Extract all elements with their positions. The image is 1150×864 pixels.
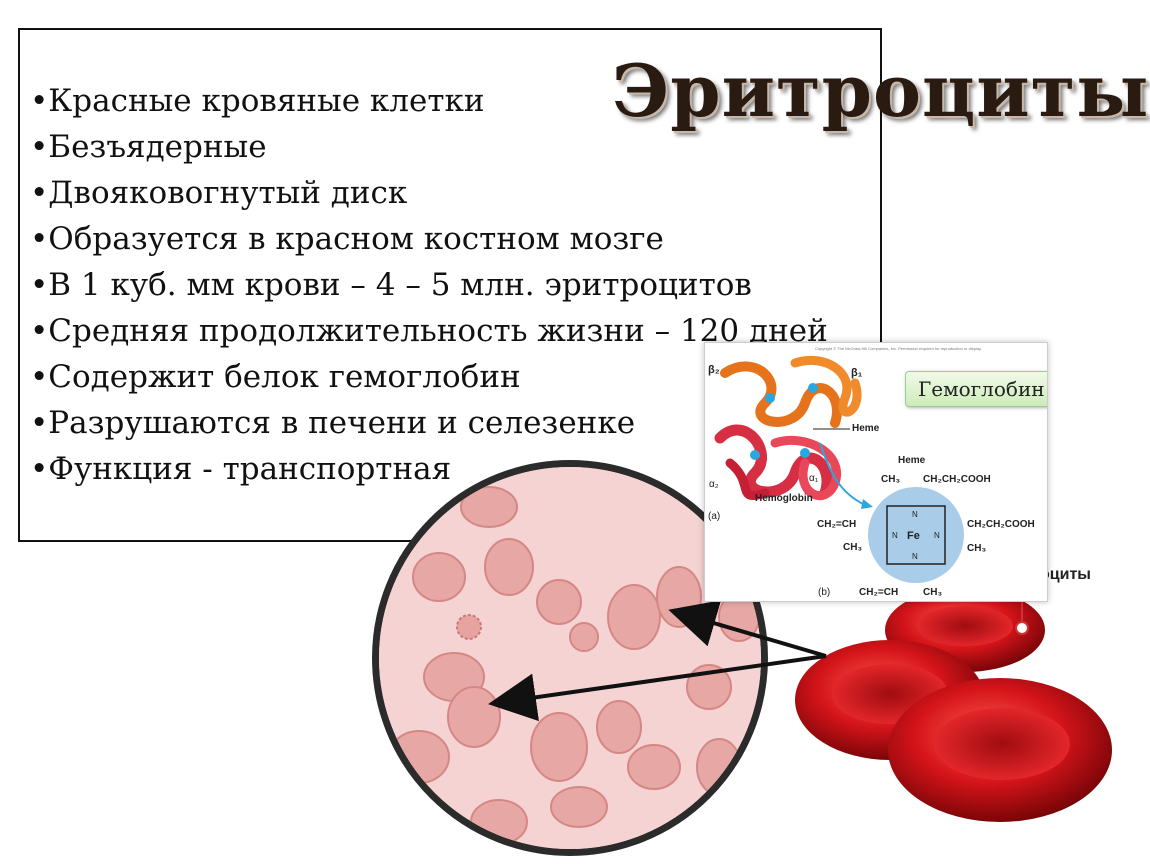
label-bottom-left: CH₂=CH [859, 587, 898, 598]
n-atom: N [912, 552, 918, 561]
slide-title: Эритроциты [612, 48, 1150, 133]
label-heme-title: Heme [898, 455, 926, 466]
blood-cell [470, 799, 528, 845]
label-alpha1: α₁ [809, 473, 819, 484]
rbc-label: оциты [1040, 566, 1091, 583]
blood-cell [460, 486, 518, 528]
blood-cell [412, 552, 466, 602]
label-bottom-right: CH₃ [923, 587, 942, 598]
blood-cell [656, 566, 702, 628]
crenated-cell [456, 614, 482, 640]
blood-cell [596, 700, 642, 754]
label-pointer-dot [1015, 621, 1029, 635]
label-panel-a: (a) [708, 511, 720, 522]
label-left-mid: CH₂=CH [817, 519, 856, 530]
fact-item: •Образуется в красном костном мозге [30, 221, 664, 257]
heme-group [765, 393, 775, 403]
fact-item: •Функция - транспортная [30, 451, 452, 487]
fact-item: •Разрушаются в печени и селезенке [30, 405, 636, 441]
blood-cell [696, 738, 742, 796]
blood-cell [627, 744, 681, 790]
heme-group [800, 448, 810, 458]
n-atom: N [912, 510, 918, 519]
fact-item: •Безъядерные [30, 129, 267, 165]
text-panel: •Красные кровяные клетки •Безъядерные •Д… [18, 28, 882, 542]
blood-cell [607, 584, 661, 650]
n-atom: N [934, 531, 940, 540]
label-heme-pointer: Heme [852, 423, 880, 434]
fact-list: •Красные кровяные клетки •Безъядерные •Д… [30, 78, 828, 492]
heme-arrow [819, 442, 866, 506]
heme-group [808, 383, 818, 393]
fact-item: •Содержит белок гемоглобин [30, 359, 521, 395]
label-top-left: CH₃ [881, 474, 900, 485]
blood-cell [550, 786, 608, 828]
copyright-text: Copyright © The McGraw-Hill Companies, I… [815, 346, 982, 351]
fact-item: •В 1 куб. мм крови – 4 – 5 млн. эритроци… [30, 267, 752, 303]
fact-item: •Средняя продолжительность жизни – 120 д… [30, 313, 828, 349]
fe-atom: Fe [907, 530, 920, 542]
fact-item: •Двояковогнутый диск [30, 175, 408, 211]
label-right-mid: CH₂CH₂COOH [967, 519, 1035, 530]
protein-ribbon [714, 355, 862, 501]
blood-cell [447, 686, 501, 748]
label-hemoglobin: Hemoglobin [755, 493, 813, 504]
heme-ring-bg [868, 487, 964, 583]
blood-cell [536, 579, 582, 625]
label-beta1: β₁ [851, 367, 863, 379]
blood-cell [388, 730, 450, 784]
label-panel-b: (b) [818, 587, 830, 598]
blood-cell [686, 664, 732, 710]
label-left-low: CH₃ [843, 542, 862, 553]
n-atom: N [892, 531, 898, 540]
hemoglobin-diagram: Copyright © The McGraw-Hill Companies, I… [708, 346, 1035, 598]
label-right-low: CH₃ [967, 543, 986, 554]
heme-ring [886, 505, 946, 565]
label-beta2: β₂ [708, 364, 720, 376]
hemoglobin-badge: Гемоглобин [905, 371, 1047, 407]
rbc-dimple [917, 606, 1013, 646]
fact-item: •Красные кровяные клетки [30, 83, 485, 119]
blood-cell [569, 622, 599, 652]
heme-group [750, 450, 760, 460]
rbc-dimple [934, 708, 1070, 780]
red-blood-cells-illustration [795, 588, 1112, 822]
blood-cell [484, 538, 534, 596]
label-alpha2: α₂ [709, 479, 719, 490]
blood-cell [530, 712, 588, 782]
label-top-right: CH₂CH₂COOH [923, 474, 991, 485]
hemoglobin-figure: Copyright © The McGraw-Hill Companies, I… [704, 342, 1048, 602]
